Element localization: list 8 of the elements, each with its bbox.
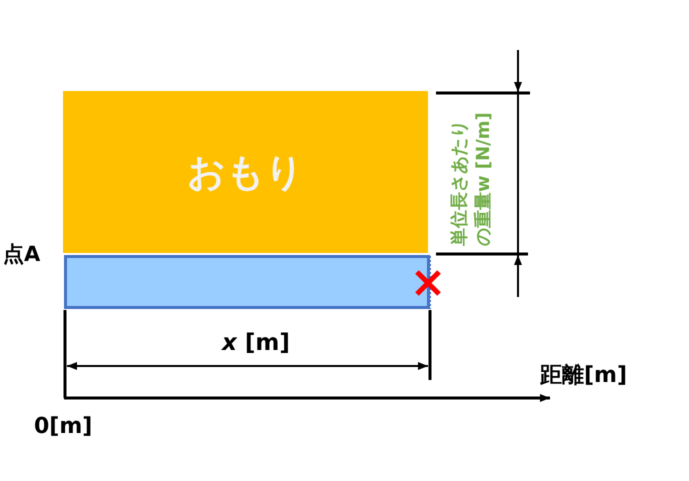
beam-box — [64, 255, 430, 309]
dimension-label: x [m] — [222, 330, 290, 356]
weight-label: おもり — [187, 148, 304, 196]
weight-box — [63, 91, 428, 253]
origin-label: 0[m] — [34, 414, 92, 439]
load-label: 単位長さあたりの重量w [N/m] — [448, 111, 495, 246]
point-label: 点A — [3, 241, 40, 268]
axis-label: 距離[m] — [540, 362, 628, 390]
